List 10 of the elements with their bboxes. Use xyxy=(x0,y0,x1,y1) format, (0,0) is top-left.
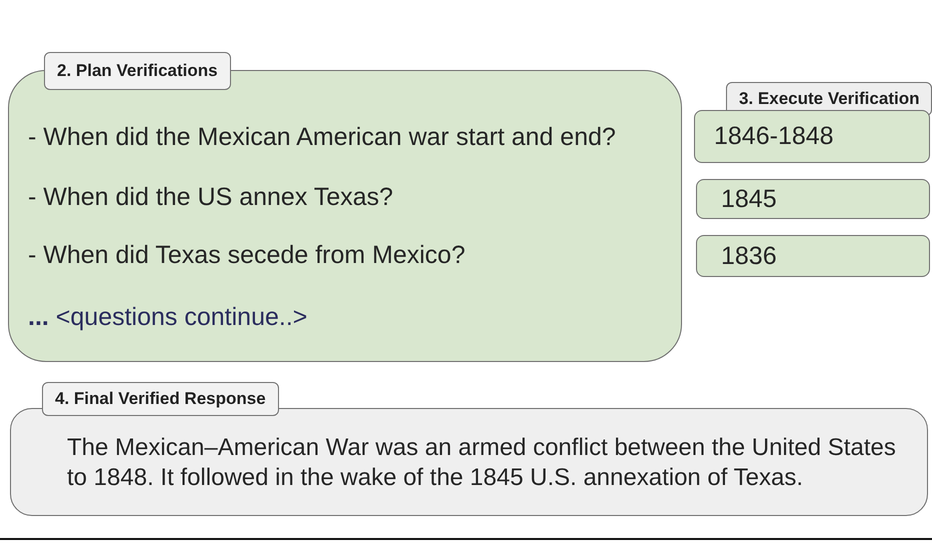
question-text: - When did the US annex Texas? xyxy=(28,182,394,212)
answer-box: 1845 xyxy=(696,179,930,219)
answer-box: 1836 xyxy=(696,235,930,277)
question-text: - When did the Mexican American war start and end? xyxy=(28,122,616,152)
question-text: - When did Texas secede from Mexico? xyxy=(28,240,466,270)
response-text: The Mexican–American War was an armed conflict between the United States to 1848. It followed in the wake of the 1845 U.S. annexation of Texas. xyxy=(67,433,897,493)
heading-tab: 4. Final Verified Response xyxy=(42,382,279,416)
heading-tab: 2. Plan Verifications xyxy=(44,52,231,90)
continuation-note: ... <questions continue..> xyxy=(28,302,308,332)
answer-box: 1846-1848 xyxy=(694,110,930,163)
